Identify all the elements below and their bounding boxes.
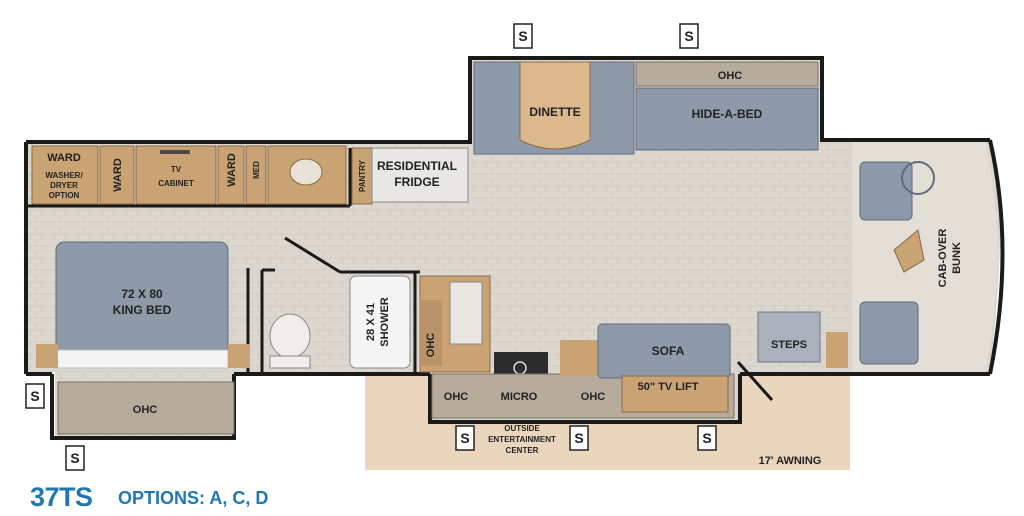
label-fridge-1: RESIDENTIAL (377, 159, 457, 173)
label-cab-over-2: BUNK (951, 242, 963, 274)
label-king-bed-1: 72 X 80 (121, 287, 163, 301)
slide-marker: S (513, 23, 533, 49)
exterior-walls (24, 56, 1005, 440)
label-ward-vertical-1: WARD (112, 158, 124, 192)
slide-marker: S (569, 425, 589, 451)
label-awning: 17' AWNING (759, 455, 822, 467)
label-dinette: DINETTE (529, 105, 580, 119)
label-tv-lift: 50" TV LIFT (638, 381, 699, 393)
sink-bath (289, 158, 323, 186)
label-pantry: PANTRY (358, 159, 367, 192)
svg-text:S: S (702, 430, 711, 446)
sofa-steps (597, 311, 848, 413)
label-washer-dryer-1: WASHER/ (45, 171, 83, 180)
slide-dinette-area (473, 61, 819, 155)
slide-marker: S (455, 425, 475, 451)
cab-seats (859, 161, 935, 365)
label-sofa: SOFA (652, 344, 685, 358)
label-ohc-top: OHC (718, 70, 743, 82)
label-tv-cabinet-2: CABINET (158, 179, 194, 188)
label-outside-ent-3: CENTER (506, 446, 539, 455)
label-washer-dryer-2: DRYER (50, 181, 78, 190)
svg-text:S: S (30, 388, 39, 404)
label-ohc-lower-1: OHC (444, 391, 469, 403)
slide-marker: S (697, 425, 717, 451)
label-micro: MICRO (501, 391, 538, 403)
label-tv-cabinet-1: TV (171, 165, 182, 174)
label-king-bed-2: KING BED (113, 303, 172, 317)
slide-marker: S (25, 383, 45, 409)
label-ohc-kitchen: OHC (425, 333, 437, 358)
slide-marker: S (679, 23, 699, 49)
label-outside-ent-2: ENTERTAINMENT (488, 435, 556, 444)
label-shower-1: 28 X 41 (365, 303, 377, 341)
svg-text:S: S (70, 450, 79, 466)
interior-walls (28, 148, 774, 402)
label-med: MED (252, 161, 261, 179)
model-name: 37TS (30, 482, 93, 512)
label-hide-a-bed: HIDE-A-BED (692, 107, 763, 121)
label-washer-dryer-3: OPTION (49, 191, 80, 200)
options-text: OPTIONS: A, C, D (118, 488, 269, 508)
svg-text:S: S (684, 28, 693, 44)
cabinet-row (31, 145, 469, 205)
label-cab-over-1: CAB-OVER (937, 229, 949, 288)
king-bed-furniture (36, 241, 250, 435)
label-shower-2: SHOWER (379, 297, 391, 347)
svg-text:S: S (574, 430, 583, 446)
label-ohc-bedroom: OHC (133, 404, 158, 416)
label-outside-ent-1: OUTSIDE (504, 424, 540, 433)
bath-fixtures (269, 275, 411, 369)
svg-text:S: S (518, 28, 527, 44)
label-ward-main: WARD (47, 152, 81, 164)
label-steps: STEPS (771, 339, 807, 351)
label-fridge-2: FRIDGE (394, 175, 439, 189)
label-ohc-lower-2: OHC (581, 391, 606, 403)
label-ward-vertical-2: WARD (226, 153, 238, 187)
svg-text:S: S (460, 430, 469, 446)
slide-marker: S (65, 445, 85, 471)
